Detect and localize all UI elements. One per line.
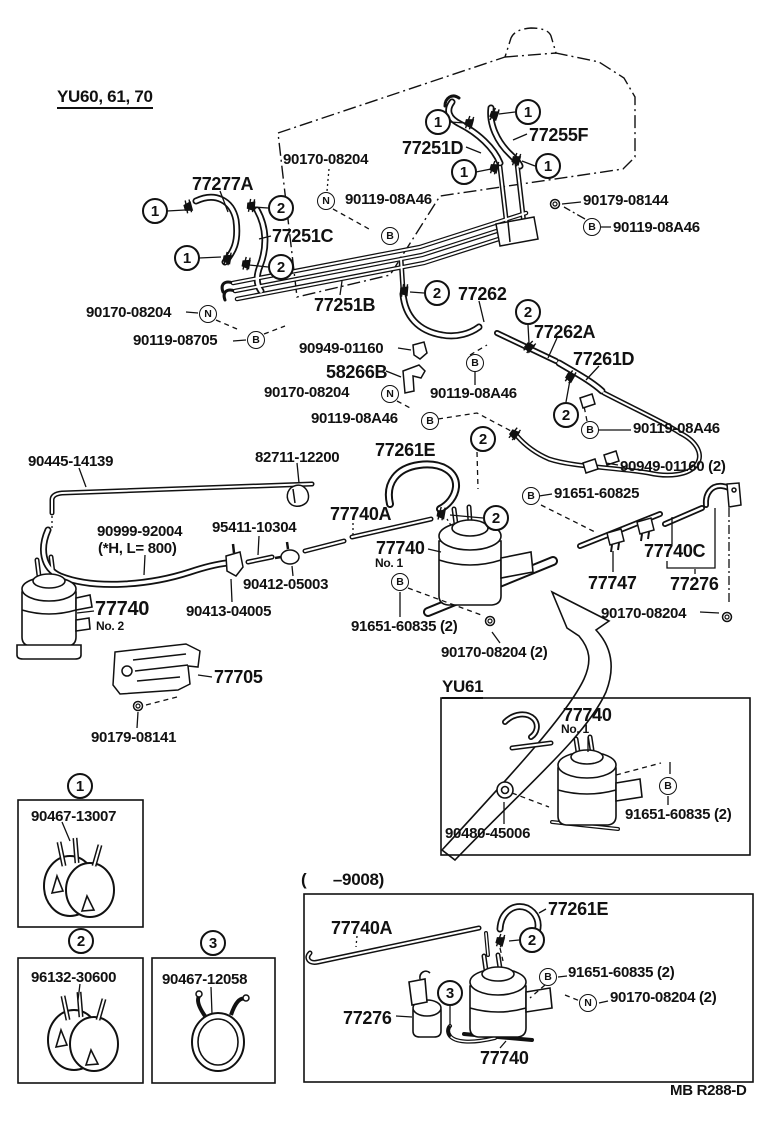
pipe-junction-fitting (495, 216, 539, 247)
fuel-tank-outline (277, 27, 636, 298)
figure-code: MB R288-D (670, 1082, 747, 1099)
model-title: YU60, 61, 70 (57, 88, 153, 109)
canister-main (438, 519, 534, 606)
clips-and-brackets (225, 341, 742, 1038)
dash-dot-leaders (563, 206, 730, 604)
clamp-art-1 (44, 838, 114, 917)
canister-no2 (16, 573, 93, 660)
nut-icons (132, 198, 733, 712)
leader-lines (61, 111, 720, 1049)
inset-clamp-3 (151, 957, 276, 1084)
inset-early-production (303, 893, 754, 1083)
pipes-and-hoses (37, 94, 734, 1044)
inset-yu61 (440, 697, 751, 856)
inset-clamp-2 (17, 957, 144, 1084)
dotted-leaders (51, 168, 453, 948)
clamp-art-2 (48, 992, 118, 1071)
dashed-leaders (145, 208, 662, 1002)
bracket-77705 (112, 643, 201, 695)
inset-range-title: ( –9008) (301, 870, 385, 889)
inset-yu61-title: YU61 (442, 678, 484, 699)
inset-clamp-1 (17, 799, 144, 928)
variant-arrow (440, 590, 612, 862)
